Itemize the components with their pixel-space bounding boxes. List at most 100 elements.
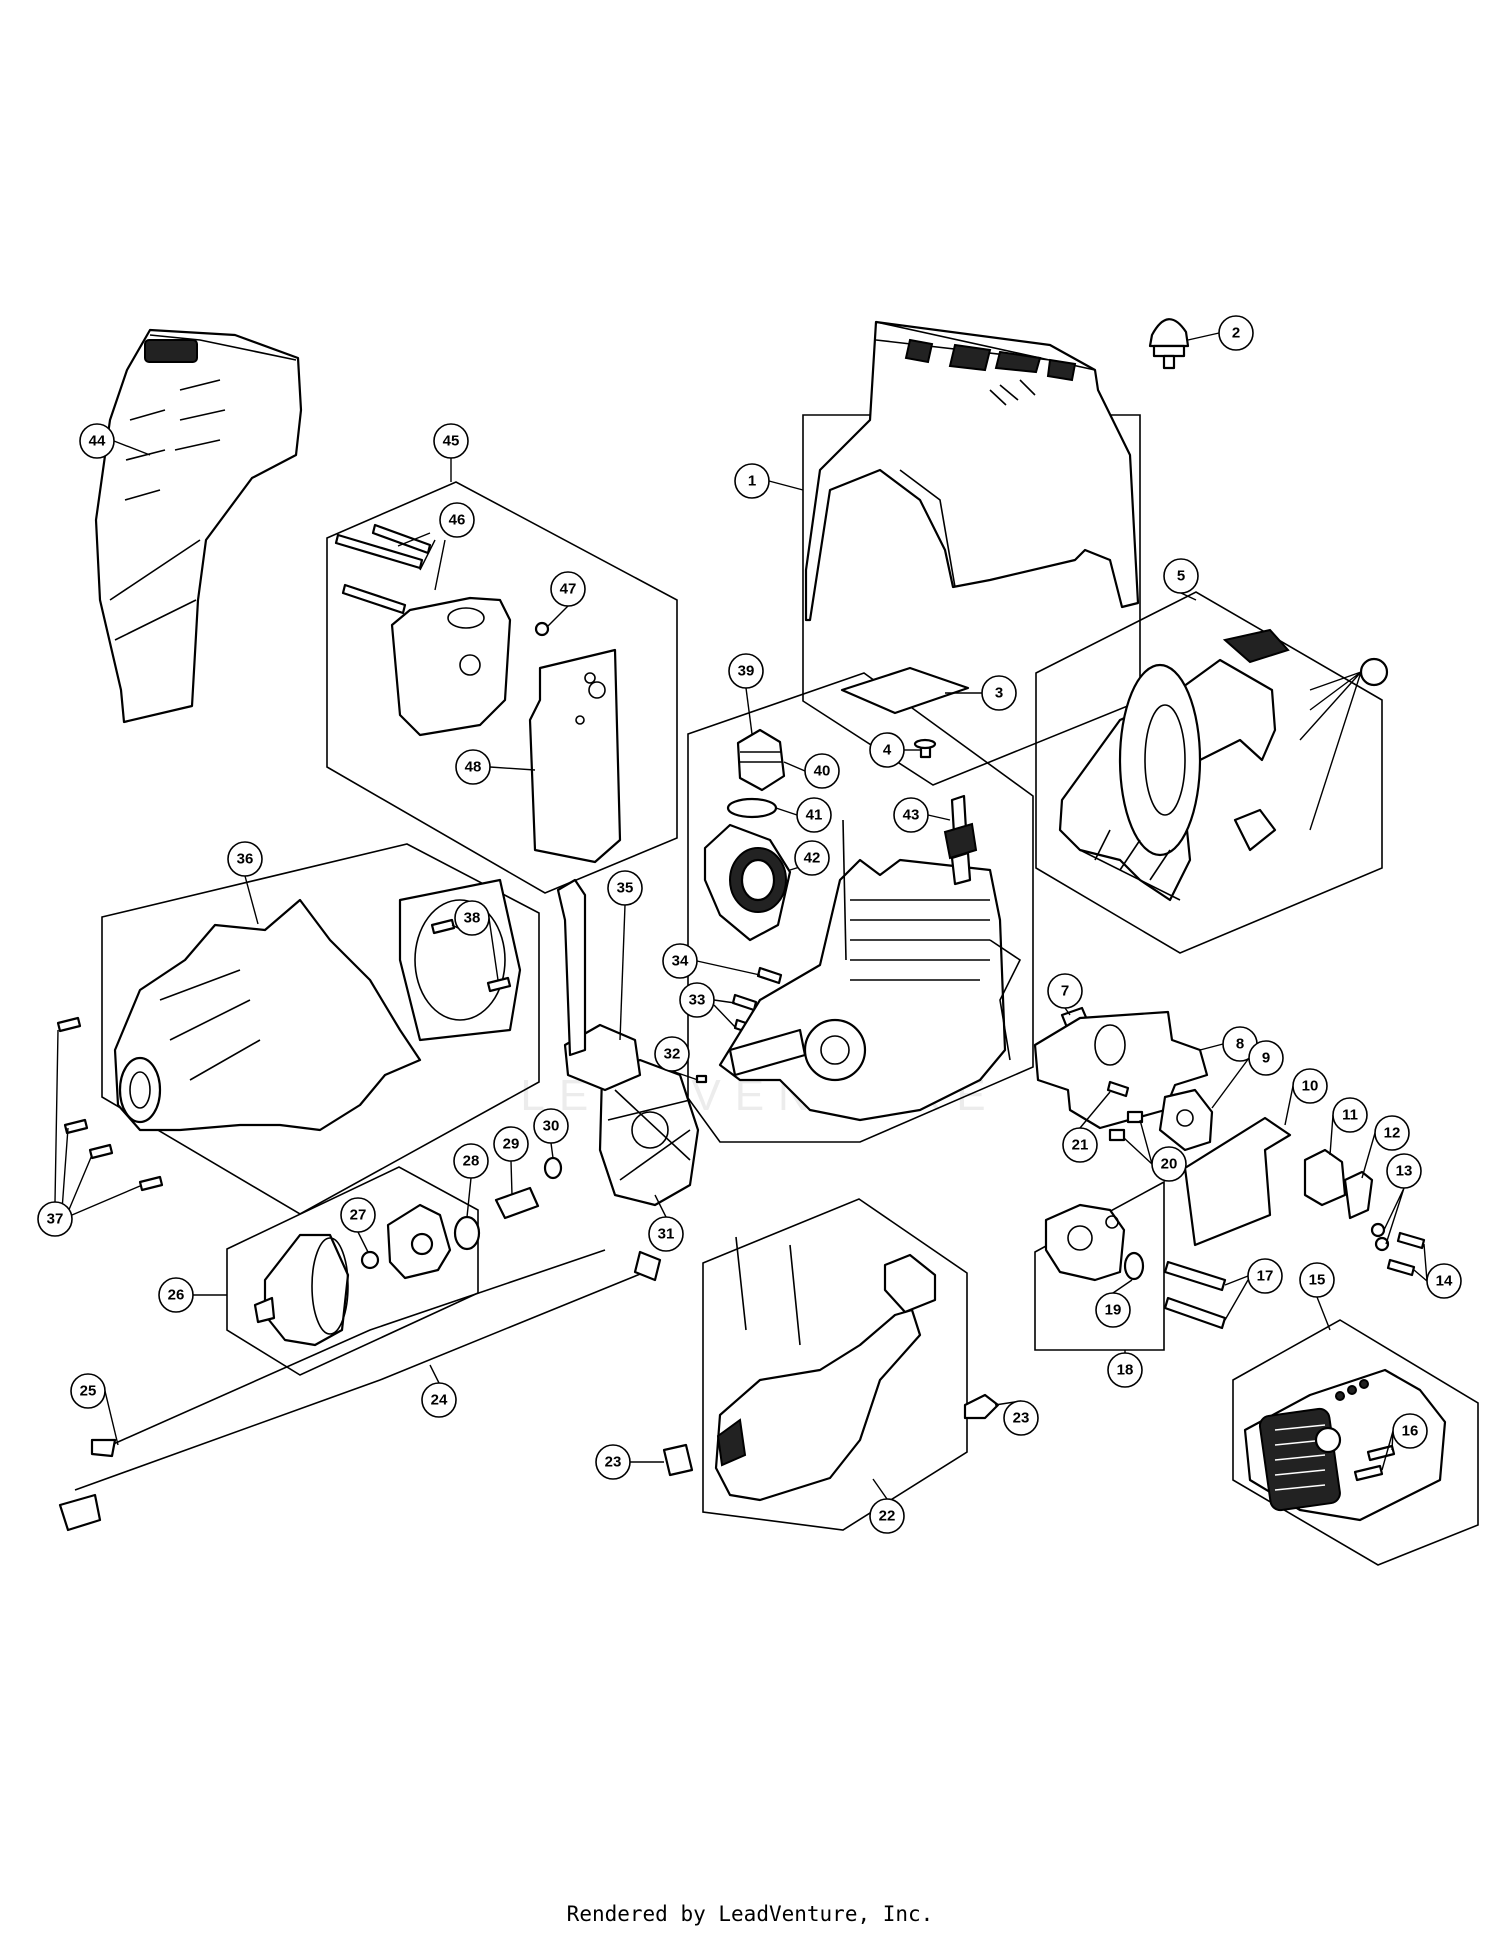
callout-1: 1 xyxy=(734,463,770,499)
nut-47-part xyxy=(534,621,550,637)
callout-circle xyxy=(1095,1292,1131,1328)
callout-circle xyxy=(1047,973,1083,1009)
washer-30-part xyxy=(543,1156,563,1180)
callout-41: 41 xyxy=(796,797,832,833)
screw-37a-part xyxy=(56,1016,82,1033)
callout-label: 31 xyxy=(658,1226,675,1243)
callout-circle xyxy=(981,675,1017,711)
callout-37: 37 xyxy=(37,1201,73,1237)
callout-circle xyxy=(607,870,643,906)
callout-circle xyxy=(869,732,905,768)
washer-27-part xyxy=(360,1250,380,1270)
callouts: 1234578910111213141516171819202122232324… xyxy=(37,315,1462,1534)
screw-37b-part xyxy=(63,1118,89,1135)
callout-circle xyxy=(893,797,929,833)
callout-label: 37 xyxy=(47,1211,64,1228)
callout-11: 11 xyxy=(1332,1097,1368,1133)
callout-label: 46 xyxy=(449,512,466,529)
callout-32: 32 xyxy=(654,1036,690,1072)
screw-37d-part xyxy=(138,1175,164,1192)
callout-label: 41 xyxy=(806,807,823,824)
callout-label: 23 xyxy=(1013,1410,1030,1427)
callout-16: 16 xyxy=(1392,1413,1428,1449)
callout-4: 4 xyxy=(869,732,905,768)
callout-label: 29 xyxy=(503,1136,520,1153)
callout-label: 17 xyxy=(1257,1268,1274,1285)
callout-label: 13 xyxy=(1396,1163,1413,1180)
callout-label: 44 xyxy=(89,433,106,450)
engine-cover-part xyxy=(804,320,1140,622)
callout-42: 42 xyxy=(794,840,830,876)
callout-26: 26 xyxy=(158,1277,194,1313)
gasket-12-part xyxy=(1343,1170,1374,1220)
screw-34-part xyxy=(756,966,783,985)
callout-27: 27 xyxy=(340,1197,376,1233)
callout-label: 26 xyxy=(168,1287,185,1304)
callout-circle xyxy=(1299,1262,1335,1298)
callout-circle xyxy=(37,1201,73,1237)
part-drawings xyxy=(56,318,1447,1532)
callout-circle xyxy=(1218,315,1254,351)
callout-circle xyxy=(1292,1068,1328,1104)
callout-circle xyxy=(1374,1115,1410,1151)
callout-label: 33 xyxy=(689,992,706,1009)
callout-circle xyxy=(595,1444,631,1480)
intake-fitting-part xyxy=(736,728,786,792)
callout-circle xyxy=(1151,1146,1187,1182)
callout-label: 27 xyxy=(350,1207,367,1224)
callout-circle xyxy=(648,1216,684,1252)
clutch-housing-box xyxy=(101,843,540,1215)
callout-40: 40 xyxy=(804,753,840,789)
bolt-46c-part xyxy=(341,583,407,615)
callout-circle xyxy=(1386,1153,1422,1189)
callout-label: 45 xyxy=(443,433,460,450)
callout-35: 35 xyxy=(607,870,643,906)
callout-7: 7 xyxy=(1047,973,1083,1009)
screw-16b-part xyxy=(1353,1464,1384,1482)
callout-label: 42 xyxy=(804,850,821,867)
callout-23: 23 xyxy=(1003,1400,1039,1436)
callout-label: 30 xyxy=(543,1118,560,1135)
callout-label: 15 xyxy=(1309,1272,1326,1289)
muffler-gasket-part xyxy=(528,648,622,864)
callout-label: 28 xyxy=(463,1153,480,1170)
callout-label: 39 xyxy=(738,663,755,680)
callout-label: 32 xyxy=(664,1046,681,1063)
callout-label: 35 xyxy=(617,880,634,897)
bolt-17b-part xyxy=(1163,1296,1227,1330)
callout-circle xyxy=(1392,1413,1428,1449)
callout-46: 46 xyxy=(439,502,475,538)
callout-circle xyxy=(1248,1040,1284,1076)
callout-label: 24 xyxy=(431,1392,448,1409)
callout-31: 31 xyxy=(648,1216,684,1252)
washer-28-part xyxy=(453,1215,481,1251)
callout-20: 20 xyxy=(1151,1146,1187,1182)
air-filter-part xyxy=(1243,1368,1447,1522)
callout-label: 9 xyxy=(1262,1050,1270,1067)
grommet-23a-part xyxy=(963,1393,1000,1420)
callout-circle xyxy=(1426,1263,1462,1299)
callout-circle xyxy=(1332,1097,1368,1133)
clutch-shoe-part xyxy=(386,1203,452,1280)
callout-circle xyxy=(533,1108,569,1144)
callout-circle xyxy=(70,1373,106,1409)
callout-38: 38 xyxy=(454,900,490,936)
callout-14: 14 xyxy=(1426,1263,1462,1299)
callout-circle xyxy=(794,840,830,876)
callout-circle xyxy=(79,423,115,459)
reed-block-part xyxy=(1303,1148,1347,1207)
callout-circle xyxy=(728,653,764,689)
callout-29: 29 xyxy=(493,1126,529,1162)
callout-circle xyxy=(734,463,770,499)
washer-13a-part xyxy=(1370,1222,1386,1238)
callout-circle xyxy=(453,1143,489,1179)
callout-48: 48 xyxy=(455,749,491,785)
callout-label: 20 xyxy=(1161,1156,1178,1173)
callout-circle xyxy=(662,943,698,979)
callout-28: 28 xyxy=(453,1143,489,1179)
carburetor-box xyxy=(1034,1180,1165,1351)
callout-34: 34 xyxy=(662,943,698,979)
screw-4-part xyxy=(913,738,937,759)
callout-5: 5 xyxy=(1163,558,1199,594)
